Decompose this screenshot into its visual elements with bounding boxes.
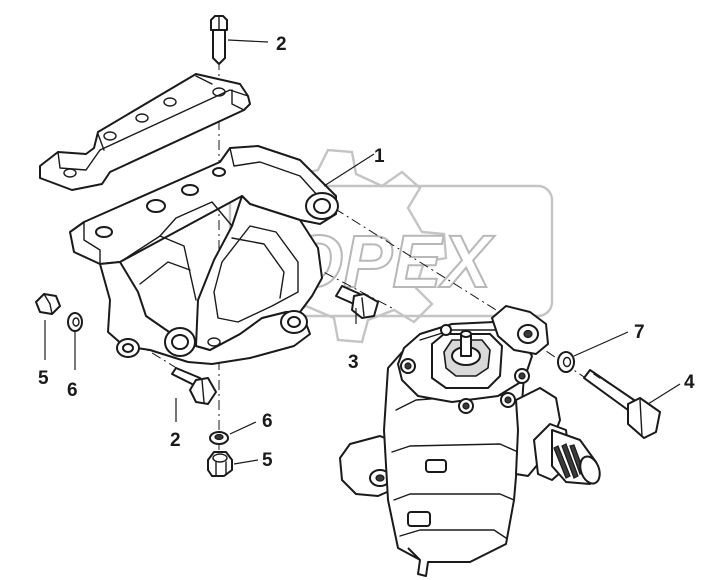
bracket-hole: [181, 184, 199, 196]
plate-hole: [103, 131, 117, 141]
washer-left[interactable]: [67, 312, 83, 332]
bolt-shank: [171, 367, 201, 387]
bracket-hole: [95, 226, 113, 238]
bolt-shank: [583, 369, 635, 411]
mounting-axis-line: [317, 197, 513, 321]
bolt-shank: [212, 29, 226, 65]
washer-bottom[interactable]: [209, 431, 229, 445]
mounting-plate[interactable]: [39, 73, 251, 191]
callout-washer-left: 6: [67, 380, 78, 401]
bolt-bottom[interactable]: [171, 367, 217, 405]
cover-bolt: [440, 324, 452, 336]
plate-hole: [135, 113, 149, 123]
bracket-hole: [212, 167, 226, 177]
bracket-hole: [146, 199, 166, 213]
housing-port: [407, 511, 431, 527]
steering-gear-bracket[interactable]: [69, 145, 339, 365]
callout-bolt-top: 2: [276, 34, 287, 55]
plate-hole: [63, 168, 77, 178]
callout-bracket: 1: [374, 146, 385, 167]
bolt-head: [351, 293, 379, 319]
callout-bolt-bottom: 2: [170, 430, 181, 451]
bolt-short[interactable]: [335, 285, 379, 319]
nut-bottom[interactable]: [207, 451, 233, 477]
housing-port: [425, 459, 447, 473]
plate-hole: [212, 87, 226, 97]
washer-right[interactable]: [557, 351, 575, 373]
plate-hole: [163, 97, 177, 107]
callout-nut-bottom: 5: [262, 450, 273, 471]
callout-leaders: [44, 39, 681, 465]
callout-washer-bottom: 6: [262, 411, 273, 432]
bolt-top[interactable]: [210, 15, 228, 65]
callout-bolt-long: 4: [684, 372, 695, 393]
callout-labels: 2 1 3 5 6 2 6 5 7 4: [38, 34, 695, 471]
callout-bolt-short: 3: [348, 352, 359, 373]
bolt-head: [627, 397, 661, 439]
callout-washer-right: 7: [634, 322, 645, 343]
steering-gear-box[interactable]: [339, 305, 603, 577]
callout-nut-left: 5: [38, 368, 49, 389]
nut-left[interactable]: [35, 293, 61, 315]
bolt-long[interactable]: [583, 369, 661, 439]
